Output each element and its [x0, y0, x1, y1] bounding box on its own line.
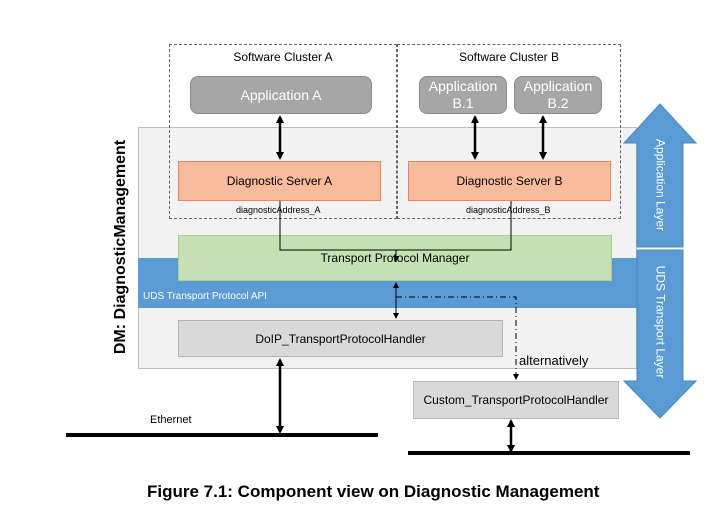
software-cluster-b	[397, 44, 621, 219]
diagnostic-server-b-label: Diagnostic Server B	[456, 174, 563, 188]
diagnostic-server-a-label: Diagnostic Server A	[226, 174, 333, 188]
doip-transport-protocol-handler: DoIP_TransportProtocolHandler	[178, 320, 503, 357]
diagnostic-server-b: Diagnostic Server B	[408, 161, 611, 201]
custom-handler-label: Custom_TransportProtocolHandler	[423, 393, 609, 407]
address-b-connection	[396, 201, 512, 251]
diagnostic-server-a: Diagnostic Server A	[178, 161, 381, 201]
diagnostic-address-b: diagnosticAddress_B	[466, 205, 551, 215]
alternatively-label: alternatively	[519, 353, 589, 368]
uds-transport-layer-text: UDS Transport Layer	[653, 265, 668, 379]
application-b2: Application B.2	[514, 76, 602, 114]
application-layer-arrow	[622, 103, 698, 248]
software-cluster-a-title: Software Cluster A	[233, 50, 333, 64]
figure-caption: Figure 7.1: Component view on Diagnostic…	[147, 482, 600, 501]
uds-transport-layer-arrow	[622, 249, 698, 419]
custom-transport-protocol-handler: Custom_TransportProtocolHandler	[413, 381, 619, 419]
ethernet-label: Ethernet	[150, 414, 192, 426]
address-a-connection	[279, 201, 396, 251]
diagnostic-address-a: diagnosticAddress_A	[236, 205, 321, 215]
application-layer-label: Application Layer	[653, 138, 668, 232]
application-b2-label: Application B.2	[523, 78, 593, 111]
uds-transport-layer-label: UDS Transport Layer	[653, 257, 668, 387]
doip-handler-label: DoIP_TransportProtocolHandler	[255, 331, 426, 346]
software-cluster-a	[169, 44, 397, 219]
application-b1-label: Application B.1	[428, 78, 498, 111]
application-a: Application A	[190, 76, 372, 114]
application-b1: Application B.1	[419, 76, 507, 114]
uds-api-label: UDS Transport Protocol API	[143, 291, 267, 302]
application-a-label: Application A	[240, 86, 322, 103]
alternative-path	[396, 296, 519, 380]
software-cluster-b-title: Software Cluster B	[458, 50, 560, 64]
